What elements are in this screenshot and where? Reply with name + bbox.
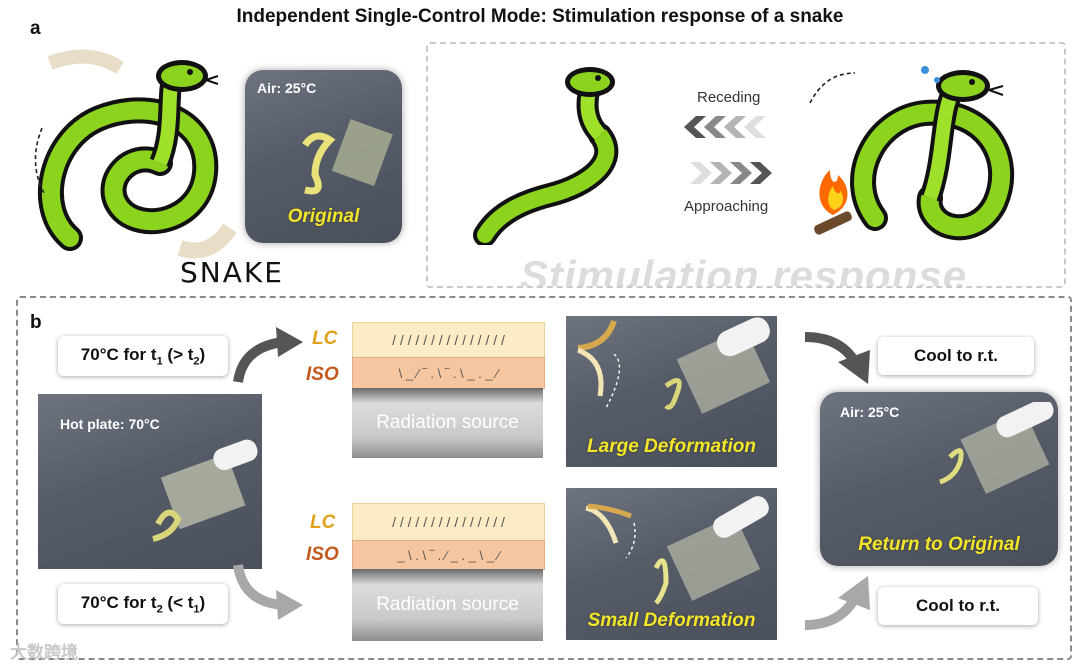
curved-arrow-down	[233, 564, 303, 620]
iso-label-bottom: ISO	[306, 544, 339, 565]
stimulation-response-text: Stimulation response	[520, 252, 968, 286]
photo-hot-plate: Hot plate: 70°C	[38, 394, 262, 569]
lc-layer-bottom: / / / / / / / / / / / / / / /	[352, 503, 545, 541]
small-deformation-figure	[585, 496, 769, 605]
condition-short-heating: 70°C for t2 (< t1)	[58, 584, 228, 624]
snake-word: SNAKE	[180, 256, 284, 289]
return-caption: Return to Original	[858, 534, 1020, 555]
cond-top-end: )	[199, 344, 206, 364]
panel-a-label: a	[30, 18, 41, 39]
lc-pattern-bottom: / / / / / / / / / / / / / / /	[392, 514, 505, 530]
photo-small-deformation: Small Deformation	[566, 488, 777, 640]
watermark: 大数跨境	[10, 643, 78, 662]
sample-on-hotplate	[152, 439, 258, 542]
curved-arrow-right-down	[804, 332, 870, 384]
approaching-arrows	[690, 162, 772, 184]
lc-layer-top: / / / / / / / / / / / / / / /	[352, 322, 545, 358]
cool-box-top: Cool to r.t.	[878, 337, 1034, 375]
large-deformation-caption: Large Deformation	[587, 436, 756, 457]
cond-top-sub2: 2	[193, 355, 200, 368]
curved-arrow-right-up	[804, 576, 870, 630]
receding-label: Receding	[697, 89, 761, 106]
cond-top-sub1: 1	[156, 355, 163, 368]
return-temp-label: Air: 25°C	[840, 404, 900, 420]
iso-label-top: ISO	[306, 364, 339, 385]
radiation-source-bottom: Radiation source	[352, 569, 543, 641]
motion-arrow-icon	[809, 72, 856, 104]
lc-label-top: LC	[312, 328, 338, 349]
sample-strip-shape	[302, 119, 393, 195]
sample-returned	[939, 402, 1054, 494]
cond-top-main: 70°C for t	[80, 344, 157, 364]
cond-bottom-text: 70°C for t2 (< t1)	[81, 593, 205, 615]
radiation-source-top: Radiation source	[352, 388, 543, 458]
cond-bottom-sub1: 2	[156, 603, 163, 616]
iso-pattern-bottom: _ \ . \ ‾ . ⁄ _ . _ \ _ ⁄	[397, 547, 500, 563]
photo-original: Air: 25°C Original	[245, 70, 402, 243]
cond-bottom-main: 70°C for t	[80, 592, 157, 612]
cond-bottom-sub2: 1	[193, 603, 200, 616]
condition-long-heating: 70°C for t1 (> t2)	[58, 336, 228, 376]
small-deformation-caption: Small Deformation	[587, 610, 756, 631]
lc-label-bottom: LC	[310, 512, 336, 533]
snake-calm-illustration	[473, 67, 619, 245]
cond-bottom-mid: (< t	[162, 592, 194, 612]
stimulation-box	[426, 42, 1066, 288]
cool-box-bottom: Cool to r.t.	[878, 587, 1038, 625]
cond-top-text: 70°C for t1 (> t2)	[81, 345, 205, 367]
photo-large-deformation: Large Deformation	[566, 316, 777, 467]
iso-pattern-top: \ _ ⁄ ‾ . \ ‾ . \ _ . _ ⁄	[398, 365, 499, 381]
cond-bottom-end: )	[199, 592, 206, 612]
lc-pattern-top: / / / / / / / / / / / / / / /	[392, 332, 505, 348]
photo-caption-original: Original	[287, 206, 360, 227]
receding-arrows	[684, 116, 766, 138]
iso-layer-bottom: _ \ . \ ‾ . ⁄ _ . _ \ _ ⁄	[352, 540, 545, 570]
panel-b-box	[16, 296, 1072, 660]
snake-alarmed-illustration	[850, 66, 1015, 241]
figure-title: Independent Single-Control Mode: Stimula…	[236, 6, 844, 27]
snake-illustration-left	[34, 49, 237, 259]
iso-layer-top: \ _ ⁄ ‾ . \ ‾ . \ _ . _ ⁄	[352, 357, 545, 389]
approaching-label: Approaching	[684, 198, 769, 215]
large-deformation-figure	[576, 317, 771, 414]
panel-b-label: b	[30, 312, 42, 333]
photo-temp-label: Air: 25°C	[257, 80, 317, 96]
fire-icon	[814, 170, 852, 235]
photo-return-original: Air: 25°C Return to Original	[820, 392, 1058, 566]
hotplate-label: Hot plate: 70°C	[60, 416, 160, 432]
curved-arrow-up	[233, 327, 303, 383]
cond-top-mid: (> t	[162, 344, 194, 364]
